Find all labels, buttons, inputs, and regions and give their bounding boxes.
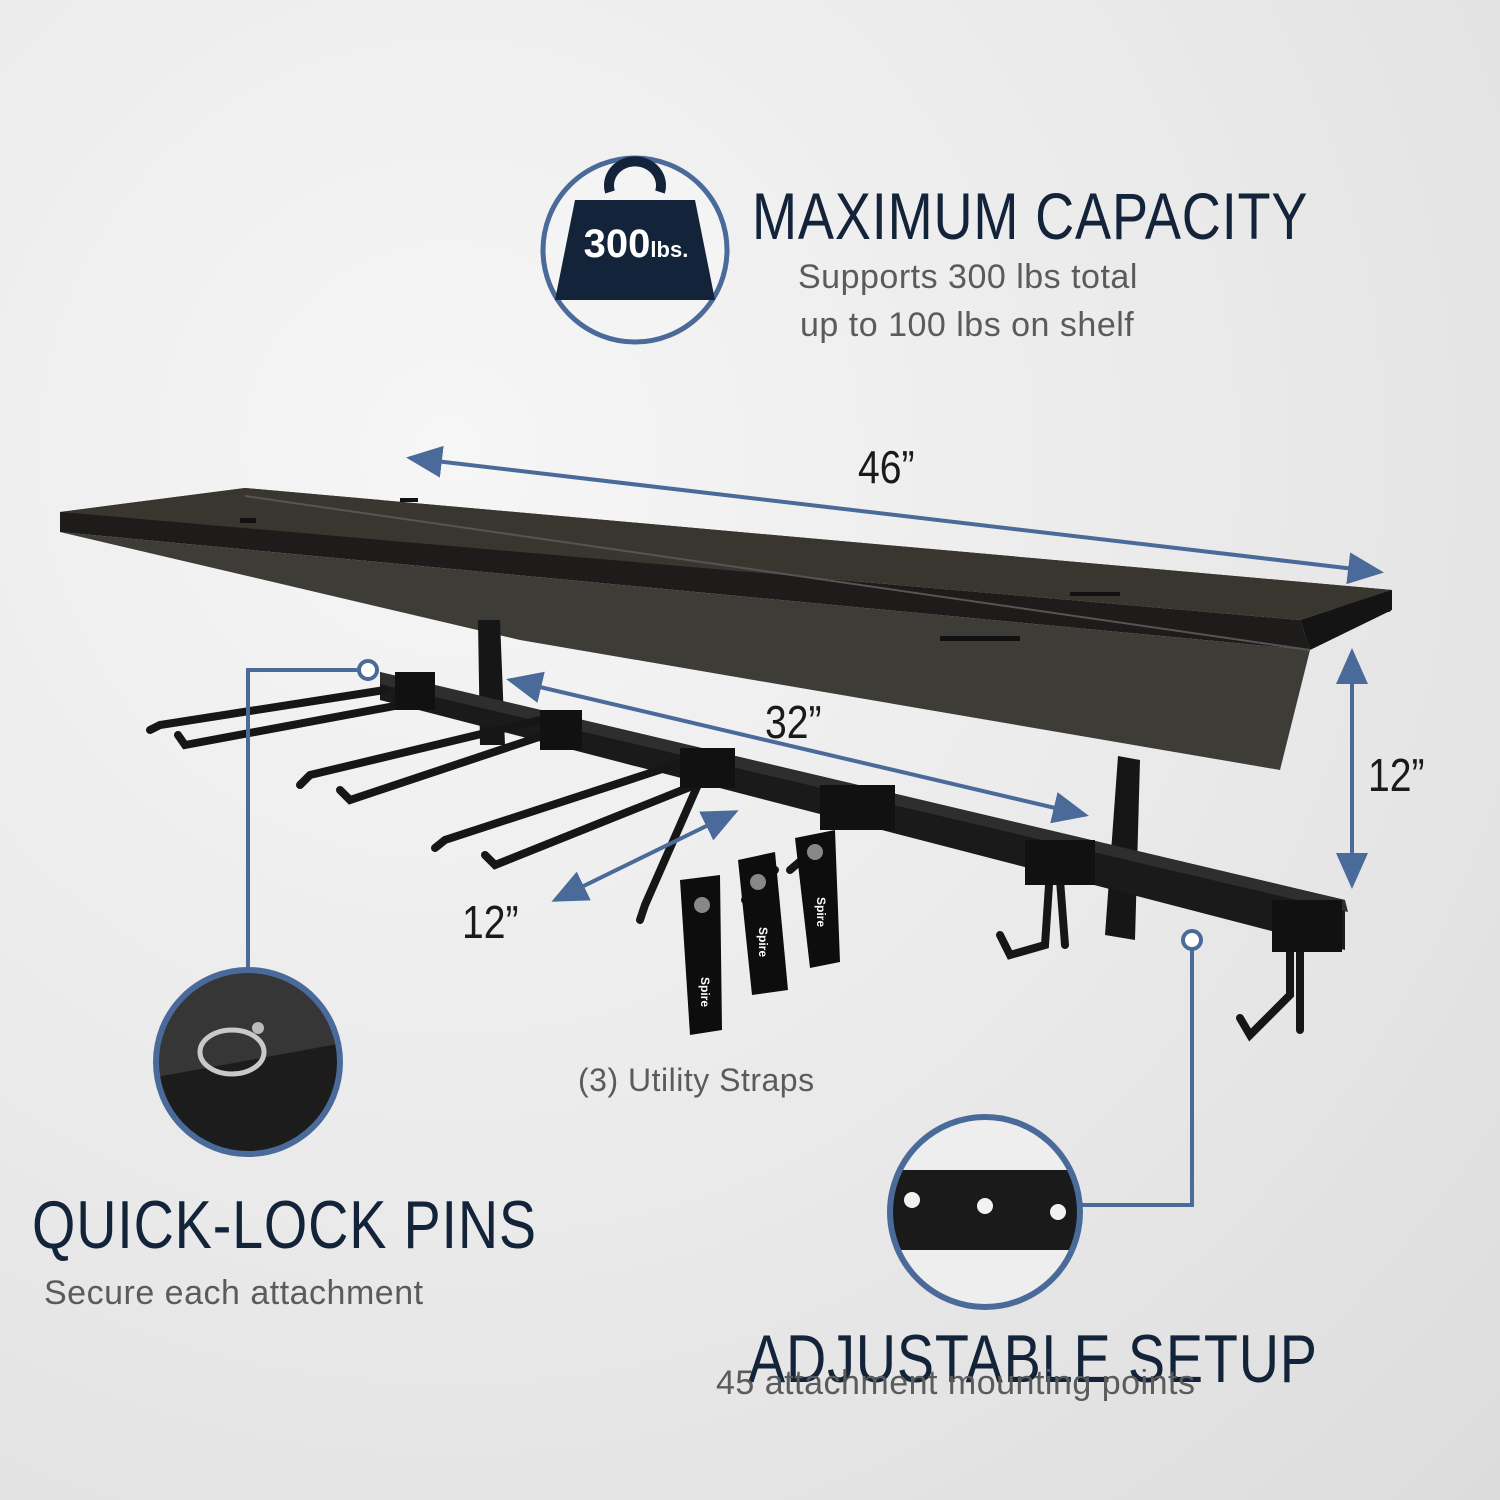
utility-straps — [680, 830, 840, 1035]
adjustable-detail — [887, 1114, 1083, 1310]
strap-brand-1: Spire — [698, 976, 713, 1008]
straps-label: (3) Utility Straps — [578, 1062, 815, 1098]
capacity-line2: up to 100 lbs on shelf — [800, 306, 1135, 344]
callout-lines — [246, 659, 1203, 1207]
capacity-line1: Supports 300 lbs total — [798, 258, 1138, 296]
badge-unit: lbs. — [650, 237, 689, 262]
strap-brand-2: Spire — [756, 926, 771, 958]
badge-number: 300 — [583, 222, 651, 266]
arm-length-dimension: 12” — [462, 896, 519, 948]
adjustable-subtitle: 45 attachment mounting points — [716, 1364, 1196, 1402]
capacity-badge: 300lbs. — [566, 222, 706, 267]
strap-brand-3: Spire — [814, 896, 829, 928]
weight-icon — [540, 155, 730, 345]
width-dimension: 46” — [858, 441, 915, 493]
bar-length-dimension: 32” — [765, 696, 822, 748]
quick-lock-detail — [153, 967, 343, 1157]
dimension-arrows — [406, 445, 1384, 902]
capacity-title: MAXIMUM CAPACITY — [752, 179, 1309, 253]
height-dimension: 12” — [1368, 749, 1425, 801]
quick-lock-subtitle: Secure each attachment — [44, 1274, 424, 1312]
quick-lock-title: QUICK-LOCK PINS — [32, 1187, 537, 1263]
adjustable-title: ADJUSTABLE SETUP — [748, 1321, 1318, 1397]
